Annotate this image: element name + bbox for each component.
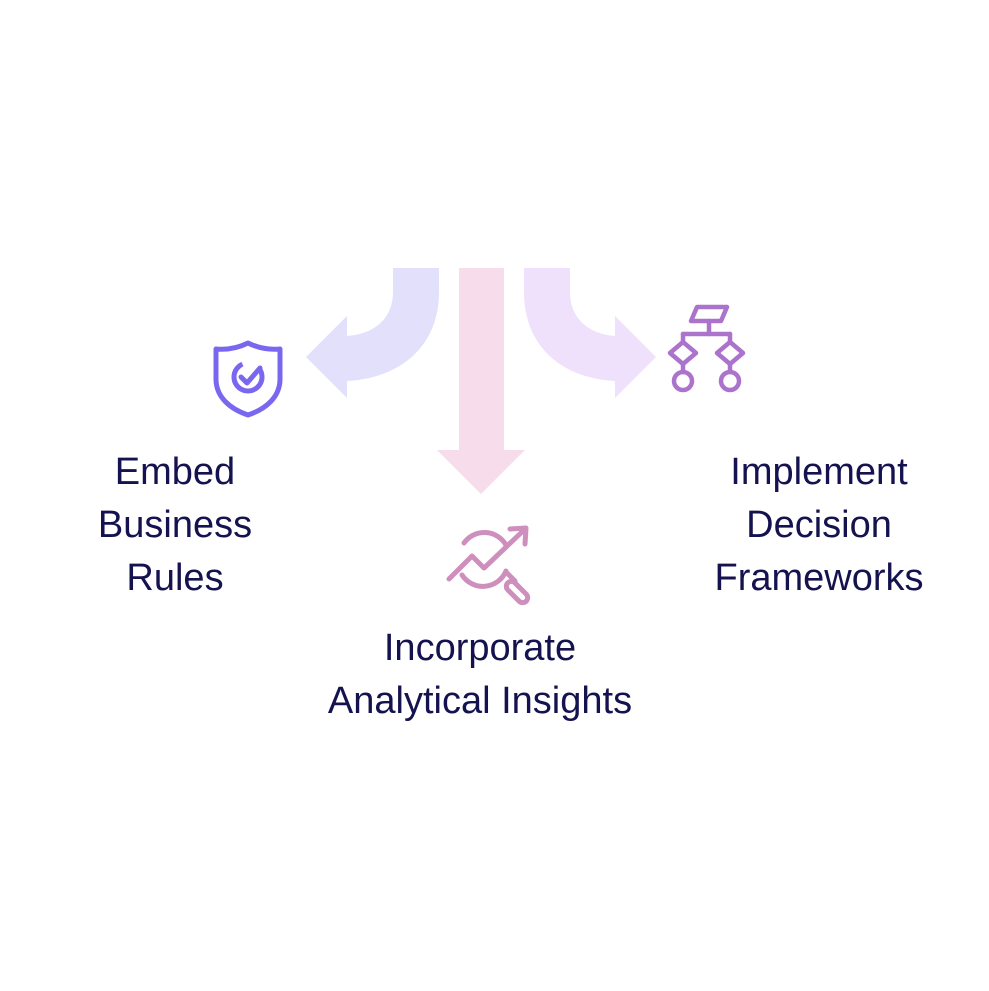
label-line: Analytical Insights	[327, 680, 633, 722]
center-down-arrow	[437, 268, 525, 494]
label-line: Decision	[746, 504, 892, 546]
label-line: Implement	[730, 451, 908, 493]
embed-business-rules-label: Embed Business Rules	[98, 446, 252, 605]
implement-decision-frameworks-label: Implement Decision Frameworks	[714, 446, 923, 605]
incorporate-analytical-insights-label: Incorporate Analytical Insights	[328, 622, 632, 728]
label-line: Rules	[126, 557, 224, 599]
label-line: Business	[97, 504, 253, 546]
label-line: Embed	[114, 451, 236, 493]
label-line: Incorporate	[383, 627, 577, 669]
trend-magnifier-icon	[444, 519, 538, 609]
shield-check-icon	[211, 339, 285, 419]
left-curved-arrow	[306, 268, 439, 398]
decision-flowchart-icon	[664, 304, 750, 394]
right-curved-arrow	[524, 268, 656, 398]
label-line: Frameworks	[714, 557, 924, 599]
